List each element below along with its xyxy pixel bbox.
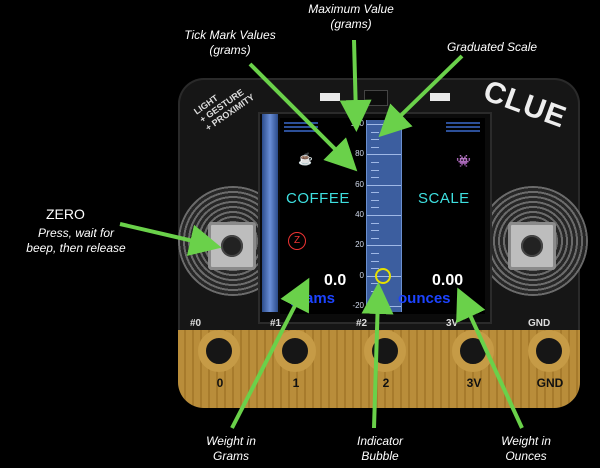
scale-tick bbox=[371, 161, 379, 163]
arrow-tick-mark-values bbox=[248, 62, 358, 172]
annotation-weight-grams: Weight in Grams bbox=[206, 434, 256, 463]
pad-label-1: 1 bbox=[292, 376, 300, 390]
scale-tick bbox=[367, 215, 401, 216]
pad-2[interactable] bbox=[364, 330, 406, 372]
pad-gnd[interactable] bbox=[528, 330, 570, 372]
led-right bbox=[430, 93, 450, 101]
pad-0[interactable] bbox=[198, 330, 240, 372]
grams-value: 0.0 bbox=[324, 272, 347, 289]
scale-tick bbox=[371, 177, 379, 179]
silk-label-gnd: GND bbox=[528, 318, 551, 329]
scale-tick bbox=[371, 252, 379, 254]
pad-label-2: 2 bbox=[382, 376, 390, 390]
pad-label-0: 0 bbox=[216, 376, 224, 390]
ounces-unit: ounces bbox=[398, 290, 451, 307]
tick-label: 20 bbox=[355, 240, 364, 250]
silk-label-2: #2 bbox=[356, 318, 368, 329]
zero-button-cap[interactable] bbox=[221, 235, 243, 257]
annotation-weight-ounces: Weight in Ounces bbox=[501, 434, 551, 463]
arrow-weight-grams bbox=[230, 277, 310, 429]
alien-icon: 👾 bbox=[456, 154, 471, 168]
tick-label: 80 bbox=[355, 149, 364, 159]
scale-tick bbox=[367, 184, 401, 186]
scale-tick bbox=[371, 131, 379, 133]
tick-label: 0 bbox=[359, 270, 364, 280]
title-scale: SCALE bbox=[418, 190, 470, 207]
right-button[interactable] bbox=[508, 222, 556, 270]
pad-label-gnd: GND bbox=[536, 376, 564, 390]
tick-label: 40 bbox=[355, 210, 364, 219]
scale-tick bbox=[371, 268, 379, 270]
ounces-value: 0.00 bbox=[432, 272, 464, 289]
annotation-tick-mark-values: Tick Mark Values (grams) bbox=[184, 28, 276, 57]
scale-tick bbox=[371, 237, 379, 239]
scale-tick bbox=[371, 207, 379, 209]
scale-tick bbox=[367, 245, 401, 247]
title-coffee: COFFEE bbox=[286, 190, 350, 207]
tick-label: 60 bbox=[355, 179, 364, 189]
led-left bbox=[320, 93, 340, 101]
arrow-maximum-value bbox=[339, 39, 372, 132]
annotation-graduated-scale: Graduated Scale bbox=[446, 40, 538, 54]
arrow-weight-ounces bbox=[456, 287, 524, 429]
arrow-indicator-bubble bbox=[361, 282, 394, 429]
scale-tick bbox=[371, 192, 379, 194]
scale-tick bbox=[371, 199, 379, 201]
coffee-cup-icon: ☕ bbox=[298, 152, 313, 166]
zero-indicator-icon: Z bbox=[288, 232, 306, 250]
silk-label-0: #0 bbox=[190, 318, 202, 329]
silk-label-1: #1 bbox=[270, 318, 282, 329]
pad-1[interactable] bbox=[274, 330, 316, 372]
tick-label: -20 bbox=[352, 301, 364, 310]
annotation-zero-title: ZERO bbox=[46, 206, 85, 222]
display-edge bbox=[262, 114, 278, 312]
arrow-zero bbox=[119, 222, 222, 256]
arrow-graduated-scale bbox=[378, 54, 464, 138]
right-button-cap[interactable] bbox=[521, 235, 543, 257]
scale-tick bbox=[371, 230, 379, 232]
scale-tick bbox=[371, 146, 379, 148]
scale-tick bbox=[371, 169, 379, 171]
scale-tick bbox=[367, 154, 401, 156]
scale-tick bbox=[371, 260, 379, 262]
annotation-indicator-bubble: Indicator Bubble bbox=[356, 434, 404, 463]
silk-label-3v: 3V bbox=[446, 318, 459, 329]
annotation-maximum-value: Maximum Value (grams) bbox=[308, 2, 394, 31]
annotation-zero-desc: Press, wait for beep, then release bbox=[26, 226, 126, 255]
stripes-right bbox=[446, 122, 480, 134]
scale-tick bbox=[371, 222, 379, 224]
scale-tick bbox=[371, 139, 379, 141]
pad-label-3v: 3V bbox=[466, 376, 482, 390]
